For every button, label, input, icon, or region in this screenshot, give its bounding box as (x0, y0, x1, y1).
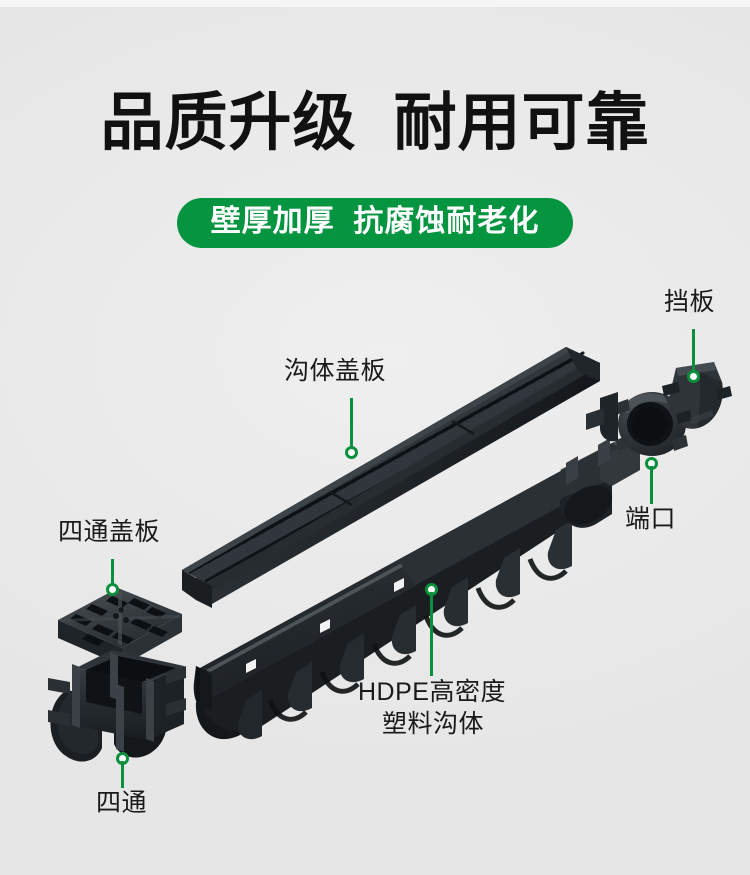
channel-body-art (193, 428, 648, 740)
leader-line-grate-cover (350, 398, 353, 450)
cross-body-art (48, 650, 186, 762)
callout-label-cross-cover: 四通盖板 (58, 518, 161, 546)
callout-label-baffle: 挡板 (664, 288, 716, 316)
leader-dot-cross-cover (106, 583, 119, 596)
top-edge-strip (0, 0, 750, 7)
leader-line-port (650, 466, 653, 504)
callout-label-cross-body: 四通 (96, 789, 148, 817)
feature-badge: 壁厚加厚 抗腐蚀耐老化 (176, 198, 574, 248)
cross-cover-art (58, 588, 182, 666)
leader-line-baffle (692, 329, 695, 374)
port-ring-art (586, 392, 690, 456)
baffle-art (662, 362, 732, 429)
subtitle-badge-wrapper: 壁厚加厚 抗腐蚀耐老化 (0, 198, 750, 248)
callout-label-channel-body-line1: HDPE高密度 (358, 678, 506, 706)
callout-label-grate-cover: 沟体盖板 (284, 357, 387, 385)
page-title: 品质升级 耐用可靠 (100, 88, 650, 158)
leader-dot-baffle (687, 370, 700, 383)
callout-label-port: 端口 (625, 505, 677, 533)
leader-dot-grate-cover (345, 446, 358, 459)
callout-label-channel-body-line2: 塑料沟体 (382, 710, 485, 738)
leader-line-cross-cover (111, 559, 114, 588)
grate-cover-art (182, 347, 600, 608)
leader-line-channel-body (430, 592, 433, 676)
leader-line-cross-body (121, 761, 124, 788)
